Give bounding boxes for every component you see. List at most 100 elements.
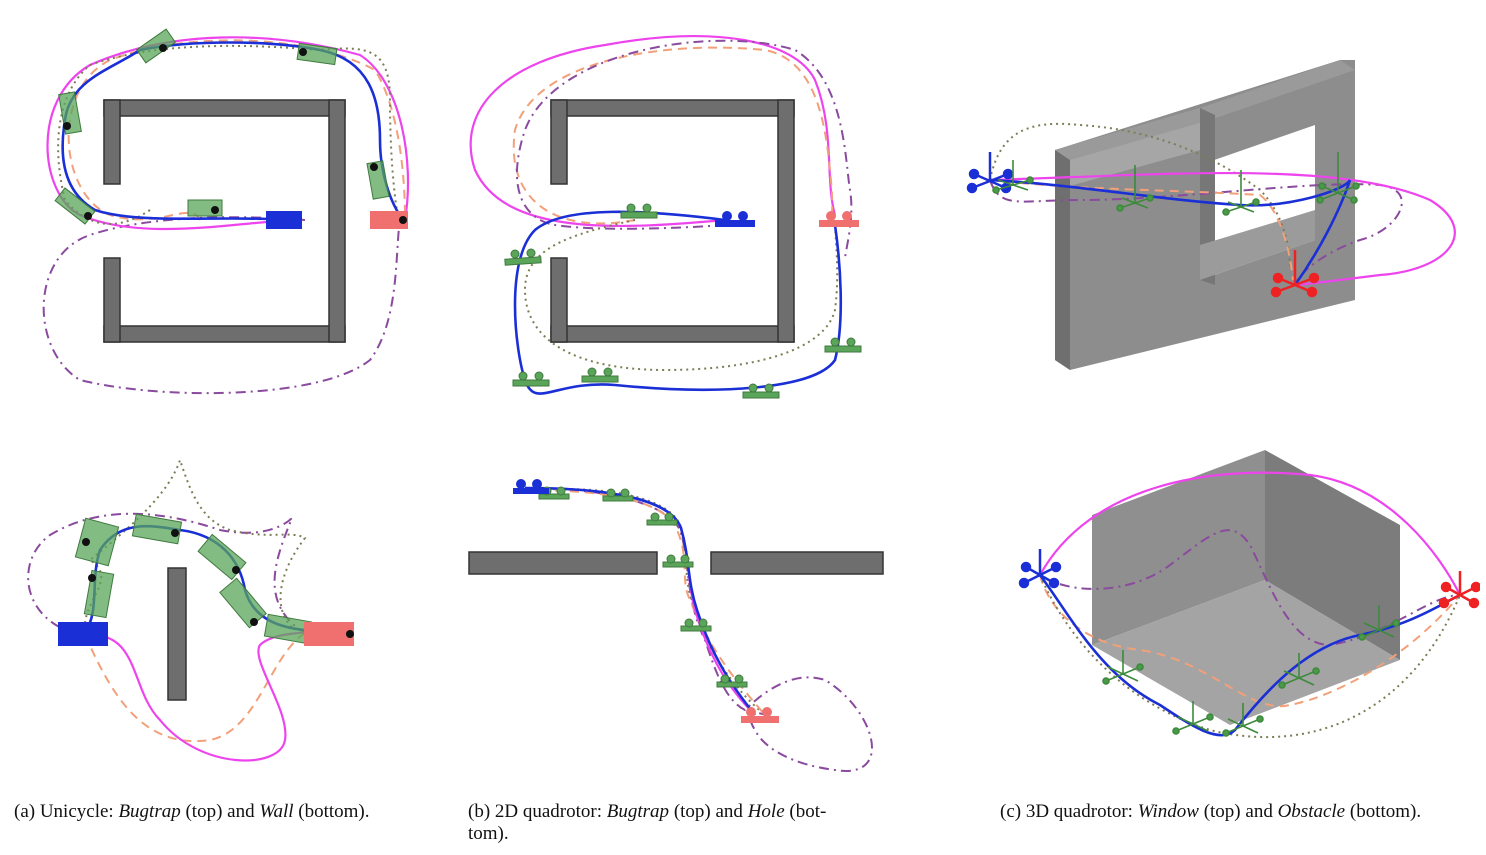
caption-mid: (top) and (1198, 801, 1278, 822)
obstacle-wall (328, 99, 346, 343)
state-marker (232, 566, 240, 574)
state-marker (250, 618, 258, 626)
trajectory-magenta (989, 171, 1456, 287)
quadrotor-state (662, 554, 694, 568)
goal-quadrotor (741, 707, 779, 723)
trajectory-orange (67, 39, 406, 221)
start-pose (266, 211, 302, 229)
quadrotor-state (512, 371, 550, 387)
caption-env-bottom: Wall (259, 801, 294, 822)
trajectory-orange (84, 626, 351, 743)
obstacle-wall (777, 99, 795, 343)
goal-quadrotor-3d (1270, 250, 1320, 298)
robot-state (135, 28, 177, 64)
trajectory-orange (512, 46, 834, 225)
panel-a-wall (20, 450, 440, 770)
caption-suffix: (bottom). (1345, 801, 1422, 822)
window-frame-top-face (1055, 60, 1355, 160)
quadrotor-state-3d (992, 160, 1034, 194)
caption-suffix: (bottom). (293, 801, 370, 822)
caption-b: (b) 2D quadrotor: Bugtrap (top) and Hole… (468, 801, 898, 845)
obstacle-wall (103, 99, 121, 185)
goal-pose (370, 211, 408, 229)
goal-marker (346, 630, 354, 638)
start-pose (58, 622, 108, 646)
quadrotor2d-bugtrap-plot (469, 35, 862, 399)
trajectory-dotted (989, 122, 1291, 271)
quadrotor-state-3d (1316, 152, 1360, 204)
caption-suffix: (bot- (784, 801, 827, 822)
panel-a-bugtrap (20, 20, 440, 400)
obstacle-wall (468, 551, 658, 575)
quadrotor3d-obstacle-plot (1018, 450, 1480, 739)
obstacle-wall (103, 99, 346, 117)
window-sill (1200, 210, 1315, 280)
obstacle-wall (103, 325, 346, 343)
caption-prefix: (a) Unicycle: (14, 801, 119, 822)
caption-prefix: (b) 2D quadrotor: (468, 801, 607, 822)
robot-state (131, 513, 183, 545)
caption-line2: tom). (468, 823, 509, 844)
trajectory-dotted (83, 456, 307, 636)
trajectory-magenta (1039, 471, 1461, 596)
obstacle-wall (710, 551, 884, 575)
window-post (1200, 108, 1215, 285)
state-marker (171, 529, 179, 537)
goal-marker (399, 216, 407, 224)
trajectory-ours (513, 210, 843, 395)
unicycle-bugtrap-plot (42, 28, 410, 395)
quadrotor-state (646, 512, 678, 526)
goal-pose (304, 622, 354, 646)
quadrotor-state-3d (1358, 605, 1400, 641)
quadrotor-state (602, 488, 634, 502)
trajectory-dotted (57, 44, 399, 225)
start-quadrotor-3d (966, 152, 1014, 194)
caption-env-bottom: Hole (747, 801, 785, 822)
quadrotor3d-window-plot (966, 60, 1456, 370)
state-marker (82, 538, 90, 546)
quadrotor-state (824, 337, 862, 353)
caption-env-top: Window (1137, 801, 1199, 822)
state-marker (299, 48, 307, 56)
trajectory-magenta (84, 630, 351, 762)
trajectory-ours (989, 178, 1352, 286)
quadrotor-state (742, 383, 780, 399)
robot-state (74, 517, 120, 567)
quadrotor-state (716, 674, 748, 688)
panel-c-obstacle (1010, 445, 1480, 775)
quadrotor-state (504, 248, 542, 266)
quadrotor-state-3d (1222, 703, 1264, 737)
robot-state (219, 577, 267, 629)
caption-c: (c) 3D quadrotor: Window (top) and Obsta… (1000, 801, 1480, 823)
caption-env-top: Bugtrap (606, 801, 670, 822)
window-frame-side (1055, 150, 1070, 370)
quadrotor2d-hole-plot (468, 479, 884, 772)
obstacle-wall (550, 99, 568, 185)
panel-c-window (960, 40, 1480, 380)
start-quadrotor (715, 211, 755, 227)
obstacle-face-right (1265, 450, 1400, 660)
quadrotor-state (680, 618, 712, 632)
trajectory-purple (42, 216, 401, 395)
obstacle-wall (103, 257, 121, 343)
panel-b-bugtrap (465, 20, 885, 410)
quadrotor-state-3d (1116, 165, 1154, 212)
robot-state (83, 569, 115, 619)
trajectory-dotted (1039, 574, 1461, 739)
quadrotor-state (581, 367, 619, 383)
unicycle-wall-plot (27, 456, 354, 762)
obstacle-wall (550, 99, 795, 117)
state-marker (159, 44, 167, 52)
caption-env-top: Bugtrap (118, 801, 181, 822)
obstacle-face-bottom (1092, 580, 1400, 725)
state-marker (63, 122, 71, 130)
goal-quadrotor (819, 211, 859, 227)
caption-env-bottom: Obstacle (1277, 801, 1346, 822)
obstacle-wall (167, 567, 187, 701)
caption-prefix: (c) 3D quadrotor: (1000, 801, 1138, 822)
quadrotor-state (620, 203, 658, 219)
quadrotor-state-3d (1222, 170, 1260, 216)
obstacle-wall (550, 257, 568, 343)
trajectory-magenta (469, 35, 837, 228)
obstacle-wall (550, 325, 795, 343)
